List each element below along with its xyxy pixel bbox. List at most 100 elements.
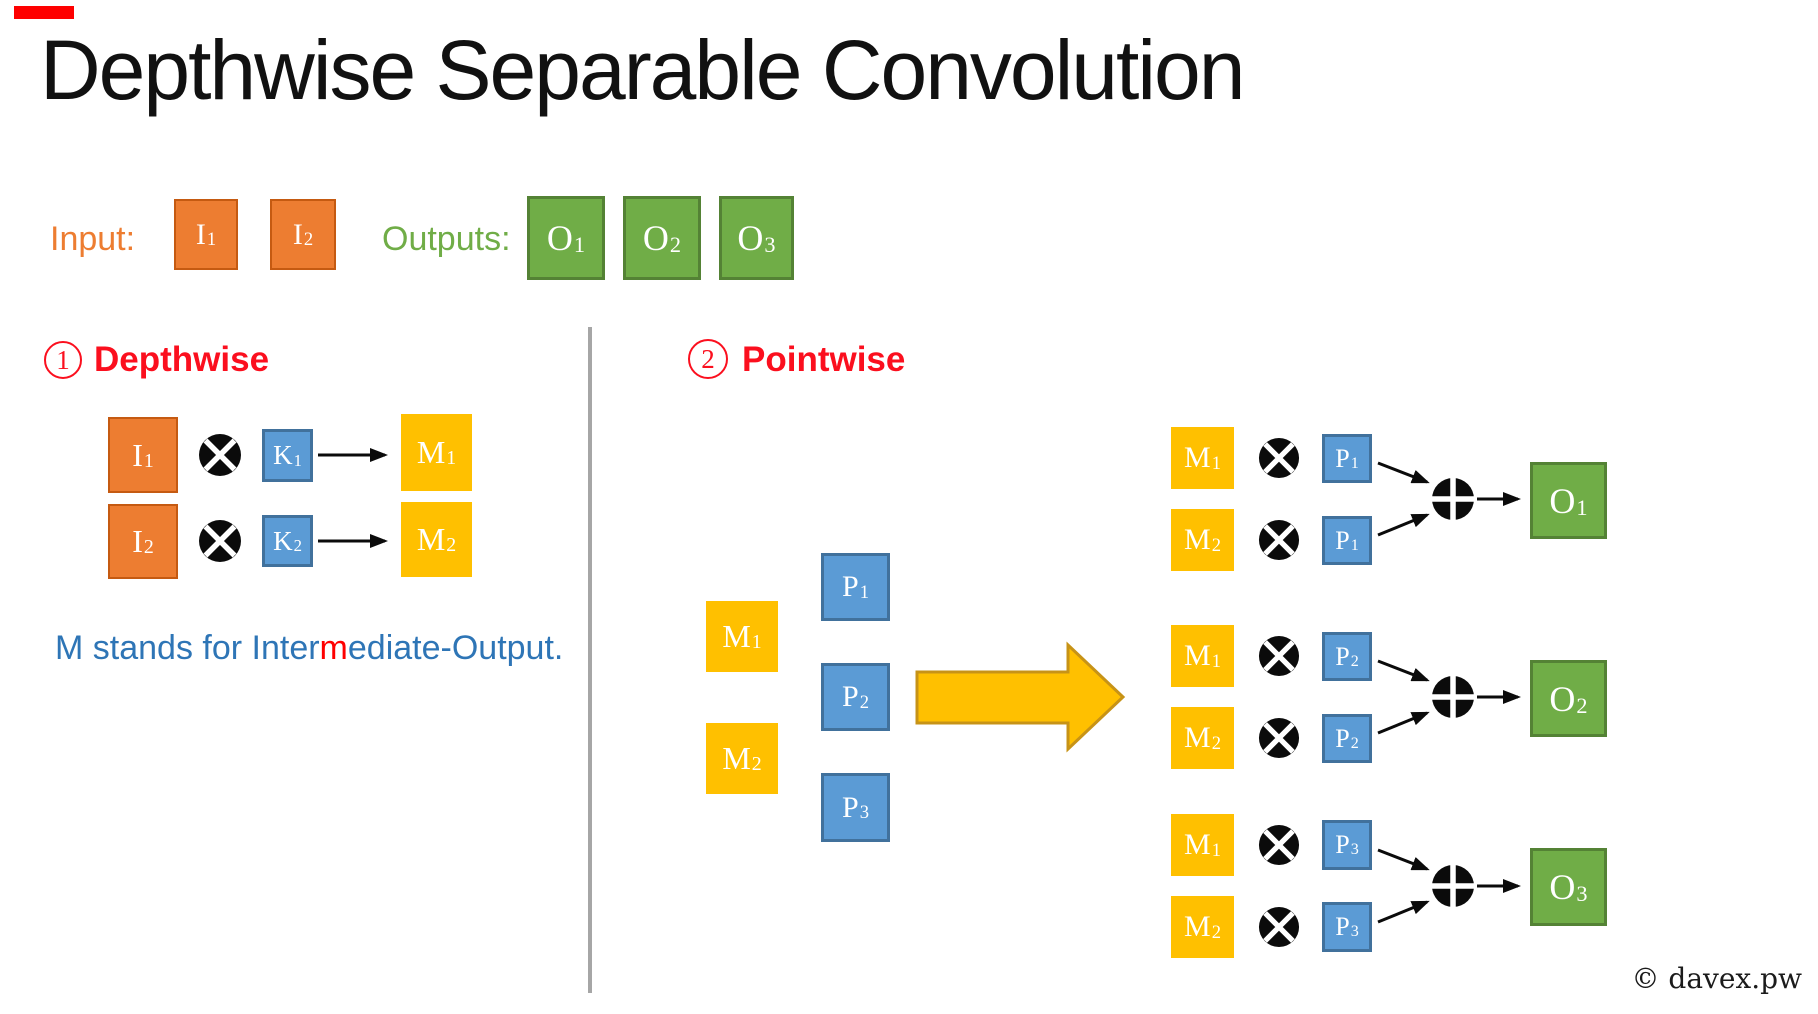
- arrow: [1377, 513, 1430, 537]
- box-subscript: 2: [1211, 921, 1221, 943]
- input-label: Input:: [50, 220, 136, 258]
- box-subscript: 2: [143, 536, 154, 559]
- box-letter: O: [546, 218, 573, 258]
- oplus-icon: [1432, 478, 1474, 520]
- otimes-icon: [1258, 635, 1300, 677]
- box-letter: O: [737, 218, 764, 258]
- box-letter: I: [292, 217, 303, 251]
- box-subscript: 3: [1350, 841, 1359, 859]
- box-subscript: 2: [1211, 732, 1221, 754]
- box-subscript: 3: [1576, 881, 1588, 907]
- box-letter: M: [1184, 441, 1211, 474]
- box-subscript: 2: [446, 534, 457, 557]
- box-letter: O: [1549, 678, 1576, 719]
- box-letter: O: [642, 218, 669, 258]
- oplus-icon: [1432, 865, 1474, 907]
- box-subscript: 3: [1350, 923, 1359, 941]
- otimes-icon: [1258, 717, 1300, 759]
- box-subscript: 1: [751, 631, 762, 654]
- box-letter: K: [273, 525, 293, 556]
- otimes-icon: [1258, 437, 1300, 479]
- copyright: © davex.pw: [1631, 962, 1803, 995]
- box-letter: I: [132, 436, 143, 473]
- box-subscript: 1: [143, 449, 154, 472]
- box-subscript: 3: [764, 232, 776, 258]
- box-letter: P: [1335, 641, 1350, 671]
- box-subscript: 1: [1211, 650, 1221, 672]
- box-letter: P: [842, 790, 859, 824]
- circled-number-1: 1: [44, 341, 82, 379]
- box-subscript: 2: [669, 232, 682, 258]
- box-letter: M: [1184, 721, 1211, 754]
- box-subscript: 2: [1350, 652, 1359, 670]
- box-subscript: 1: [1211, 839, 1221, 861]
- box-letter: M: [722, 740, 751, 776]
- box-letter: P: [842, 570, 859, 603]
- box-subscript: 3: [859, 802, 869, 824]
- box-subscript: 1: [206, 229, 217, 251]
- box-subscript: 1: [446, 447, 457, 470]
- box-subscript: 2: [1350, 734, 1359, 752]
- box-subscript: 2: [1211, 534, 1221, 556]
- box-subscript: 2: [293, 536, 302, 556]
- box-subscript: 2: [859, 691, 869, 713]
- arrow: [1377, 461, 1430, 484]
- arrow: [1377, 659, 1430, 682]
- box-letter: I: [195, 217, 206, 251]
- box-letter: O: [1549, 867, 1576, 907]
- circled-number-2: 2: [688, 339, 728, 379]
- box-letter: M: [416, 434, 446, 470]
- box-letter: P: [1335, 525, 1350, 555]
- note-text: M stands for Intermediate-Output.: [55, 629, 563, 668]
- arrow: [1377, 711, 1430, 735]
- arrow: [1377, 848, 1430, 871]
- box-subscript: 1: [859, 581, 869, 603]
- box-letter: K: [273, 440, 293, 470]
- page-title: Depthwise Separable Convolution: [40, 23, 1245, 117]
- box-subscript: 1: [1350, 454, 1359, 472]
- box-letter: M: [416, 521, 446, 557]
- box-subscript: 1: [1576, 494, 1588, 520]
- box-letter: M: [1184, 910, 1211, 943]
- otimes-icon: [1258, 824, 1300, 866]
- oplus-icon: [1432, 676, 1474, 718]
- box-letter: M: [722, 618, 751, 654]
- box-letter: P: [1335, 912, 1350, 941]
- section-heading-pointwise: Pointwise: [742, 340, 906, 379]
- otimes-icon: [1258, 519, 1300, 561]
- box-subscript: 1: [573, 232, 586, 258]
- big-arrow: [915, 641, 1126, 753]
- box-letter: M: [1184, 523, 1211, 556]
- box-subscript: 1: [1350, 536, 1359, 554]
- otimes-icon: [1258, 906, 1300, 948]
- box-letter: M: [1184, 639, 1211, 672]
- otimes-icon: [199, 434, 241, 476]
- arrow: [1377, 900, 1430, 924]
- box-letter: O: [1549, 480, 1576, 521]
